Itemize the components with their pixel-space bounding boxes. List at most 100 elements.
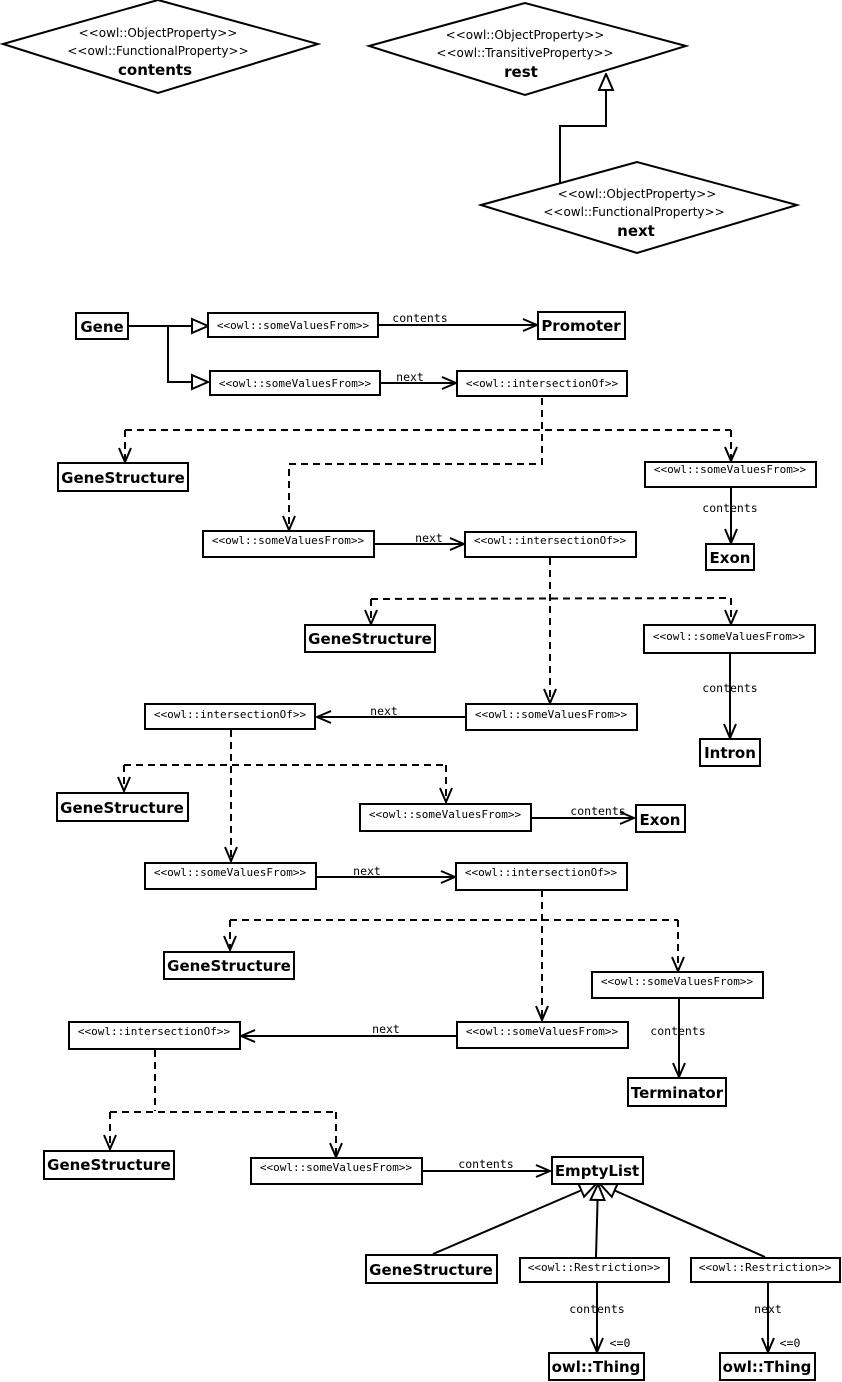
restriction-label: <<owl::Restriction>> <box>528 1261 661 1274</box>
cardinality-label: <=0 <box>780 1336 801 1350</box>
some-values-from-box: <<owl::someValuesFrom>> <box>202 530 375 558</box>
edge-label-contents: contents <box>570 804 625 818</box>
edge-label-contents: contents <box>702 501 757 515</box>
dashed-edge <box>289 398 543 530</box>
restriction-label: <<owl::someValuesFrom>> <box>601 975 754 988</box>
subclass-edge <box>600 1184 766 1258</box>
stereotype-transitive-property: <<owl::TransitiveProperty>> <box>436 46 613 60</box>
restriction-label: <<owl::intersectionOf>> <box>465 866 618 879</box>
edge-label-contents: contents <box>569 1302 624 1316</box>
subclass-edge <box>128 325 208 382</box>
some-values-from-box: <<owl::someValuesFrom>> <box>456 1021 629 1049</box>
some-values-from-box: <<owl::someValuesFrom>> <box>465 703 638 731</box>
restriction-label: <<owl::someValuesFrom>> <box>654 463 807 476</box>
edge-label-next: next <box>415 531 443 545</box>
intersection-of-box: <<owl::intersectionOf>> <box>68 1021 241 1050</box>
restriction-label: <<owl::intersectionOf>> <box>466 377 619 390</box>
some-values-from-box: <<owl::someValuesFrom>> <box>209 370 381 396</box>
class-intron: Intron <box>699 738 761 767</box>
some-values-from-box: <<owl::someValuesFrom>> <box>207 312 379 338</box>
class-label: owl::Thing <box>552 1358 641 1376</box>
restriction-label: <<owl::someValuesFrom>> <box>212 534 365 547</box>
class-label: GeneStructure <box>167 957 291 975</box>
class-gene-structure: GeneStructure <box>365 1254 498 1284</box>
restriction-label: <<owl::someValuesFrom>> <box>260 1161 413 1174</box>
subclass-edge <box>432 1184 596 1255</box>
property-rest: <<owl::ObjectProperty>> <<owl::Transitiv… <box>365 1 690 97</box>
class-label: Gene <box>80 318 123 336</box>
property-name: next <box>617 222 655 240</box>
class-label: Terminator <box>631 1084 724 1102</box>
class-owl-thing: owl::Thing <box>719 1352 816 1381</box>
some-values-from-box: <<owl::someValuesFrom>> <box>644 461 817 488</box>
class-gene-structure: GeneStructure <box>304 624 436 653</box>
class-label: GeneStructure <box>369 1261 493 1279</box>
edge-label-contents: contents <box>702 681 757 695</box>
class-gene-structure: GeneStructure <box>56 792 189 822</box>
class-label: GeneStructure <box>61 469 185 487</box>
restriction-box: <<owl::Restriction>> <box>690 1257 841 1283</box>
restriction-label: <<owl::someValuesFrom>> <box>219 377 372 390</box>
edges <box>110 325 768 1352</box>
class-empty-list: EmptyList <box>551 1156 644 1185</box>
intersection-of-box: <<owl::intersectionOf>> <box>464 531 637 558</box>
some-values-from-box: <<owl::someValuesFrom>> <box>144 862 317 890</box>
class-label: Exon <box>710 549 751 567</box>
edge-label-contents: contents <box>650 1024 705 1038</box>
class-label: Intron <box>704 744 756 762</box>
edge-label-next: next <box>353 864 381 878</box>
edge-labels: contents next contents next contents nex… <box>353 311 800 1350</box>
subclass-edge <box>596 1184 598 1258</box>
property-next: <<owl::ObjectProperty>> <<owl::Functiona… <box>477 160 801 255</box>
property-name: contents <box>118 61 192 79</box>
some-values-from-box: <<owl::someValuesFrom>> <box>250 1157 423 1185</box>
class-gene-structure: GeneStructure <box>57 462 189 492</box>
class-exon: Exon <box>635 804 686 833</box>
stereotype-object-property: <<owl::ObjectProperty>> <box>558 187 717 201</box>
some-values-from-box: <<owl::someValuesFrom>> <box>359 803 532 832</box>
class-label: owl::Thing <box>723 1358 812 1376</box>
edge-label-next: next <box>372 1022 400 1036</box>
intersection-of-box: <<owl::intersectionOf>> <box>144 703 316 730</box>
intersection-of-box: <<owl::intersectionOf>> <box>455 862 628 891</box>
some-values-from-box: <<owl::someValuesFrom>> <box>591 971 764 999</box>
restriction-label: <<owl::someValuesFrom>> <box>154 866 307 879</box>
edge-label-contents: contents <box>458 1157 513 1171</box>
class-label: EmptyList <box>555 1162 639 1180</box>
property-diamond <box>0 0 322 95</box>
some-values-from-box: <<owl::someValuesFrom>> <box>643 624 816 654</box>
stereotype-object-property: <<owl::ObjectProperty>> <box>79 26 238 40</box>
class-label: GeneStructure <box>60 799 184 817</box>
stereotype-object-property: <<owl::ObjectProperty>> <box>446 28 605 42</box>
restriction-label: <<owl::someValuesFrom>> <box>217 319 370 332</box>
edge-label-next: next <box>370 704 398 718</box>
stereotype-functional-property: <<owl::FunctionalProperty>> <box>67 44 248 58</box>
restriction-label: <<owl::intersectionOf>> <box>154 708 307 721</box>
property-diamond <box>365 1 690 97</box>
intersection-of-box: <<owl::intersectionOf>> <box>456 370 628 397</box>
restriction-label: <<owl::someValuesFrom>> <box>475 708 628 721</box>
class-gene: Gene <box>75 312 129 340</box>
restriction-label: <<owl::someValuesFrom>> <box>653 630 806 643</box>
property-contents: <<owl::ObjectProperty>> <<owl::Functiona… <box>0 0 322 95</box>
edge-label-contents: contents <box>392 311 447 325</box>
class-owl-thing: owl::Thing <box>548 1352 645 1381</box>
restriction-label: <<owl::someValuesFrom>> <box>369 808 522 821</box>
class-terminator: Terminator <box>627 1077 727 1107</box>
class-gene-structure: GeneStructure <box>163 951 295 980</box>
class-gene-structure: GeneStructure <box>43 1150 175 1180</box>
class-exon: Exon <box>705 543 755 571</box>
class-label: Exon <box>640 811 681 829</box>
class-label: Promoter <box>541 317 621 335</box>
restriction-label: <<owl::Restriction>> <box>699 1261 832 1274</box>
restriction-label: <<owl::someValuesFrom>> <box>466 1025 619 1038</box>
property-name: rest <box>504 63 538 81</box>
class-promoter: Promoter <box>537 311 626 340</box>
edge-label-next: next <box>396 370 424 384</box>
cardinality-label: <=0 <box>610 1336 631 1350</box>
edge-label-next: next <box>754 1302 782 1316</box>
class-label: GeneStructure <box>47 1156 171 1174</box>
restriction-label: <<owl::intersectionOf>> <box>78 1025 231 1038</box>
restriction-label: <<owl::intersectionOf>> <box>474 534 627 547</box>
